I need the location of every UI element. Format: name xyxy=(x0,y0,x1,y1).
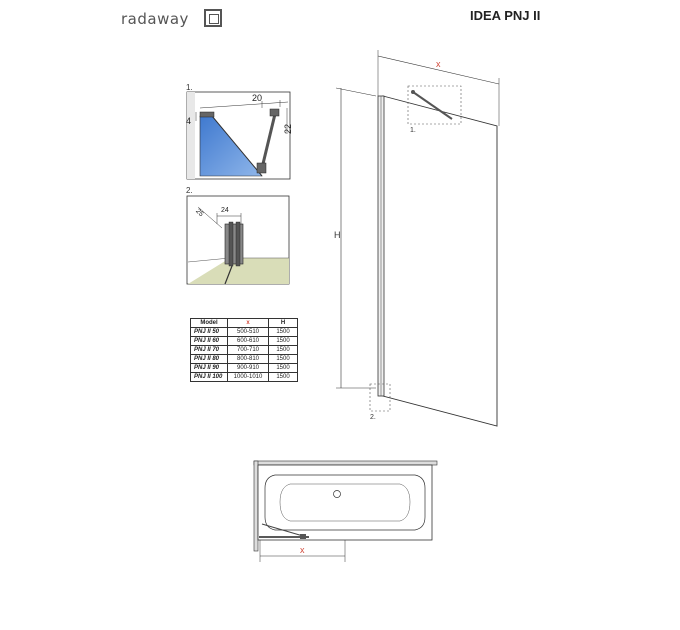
table-cell-model: PNJ II 70 xyxy=(190,345,228,355)
brand-name: radaway xyxy=(121,10,189,28)
table-row: PNJ II 100 1000-1010 1500 xyxy=(190,372,298,382)
callout-box-2 xyxy=(369,383,391,412)
brand-logo-icon xyxy=(204,9,222,27)
table-cell-h: 1500 xyxy=(268,327,298,337)
table-cell-x: 700-710 xyxy=(227,345,269,355)
table-cell-h: 1500 xyxy=(268,336,298,346)
spec-table: Model x H PNJ II 50 500-510 1500 PNJ II … xyxy=(190,318,298,382)
stabilizer-bar xyxy=(412,91,453,120)
callout-1-label: 1. xyxy=(410,127,416,134)
table-header-x: x xyxy=(227,318,269,328)
detail-2-dim-b: 24 xyxy=(221,207,229,214)
table-cell-x: 500-510 xyxy=(227,327,269,337)
table-cell-x: 900-910 xyxy=(227,363,269,373)
drain-icon xyxy=(333,490,341,498)
detail-1-dim-left: 4 xyxy=(186,116,191,126)
product-title: IDEA PNJ II xyxy=(470,8,541,23)
table-cell-model: PNJ II 100 xyxy=(190,372,228,382)
detail-2: 2. 24 25 xyxy=(186,186,290,285)
table-cell-x: 800-810 xyxy=(227,354,269,364)
detail-2-glass-edge xyxy=(224,265,233,285)
table-row: PNJ II 50 500-510 1500 xyxy=(190,327,298,337)
width-dim-line xyxy=(377,55,500,85)
detail-1-label: 1. xyxy=(186,83,193,92)
detail-1-stabilizer-bar xyxy=(260,113,277,169)
table-cell-model: PNJ II 80 xyxy=(190,354,228,364)
plan-view: x xyxy=(253,460,438,562)
callout-2-label: 2. xyxy=(370,414,376,421)
detail-1-wall xyxy=(187,92,195,179)
glass-panel xyxy=(382,95,498,427)
table-cell-x: 600-610 xyxy=(227,336,269,346)
table-cell-x: 1000-1010 xyxy=(227,372,269,382)
table-cell-model: PNJ II 60 xyxy=(190,336,228,346)
table-header-row: Model x H xyxy=(190,318,298,328)
detail-1-clamp xyxy=(256,162,267,174)
table-header-model: Model xyxy=(190,318,228,328)
detail-1-top-profile xyxy=(199,111,215,118)
detail-2-floor xyxy=(188,258,289,284)
detail-2-label: 2. xyxy=(186,186,193,195)
detail-2-wall-profile xyxy=(224,223,244,265)
detail-1-dim-top: 20 xyxy=(252,93,262,103)
plan-width-label: x xyxy=(300,545,305,555)
detail-1-dim-right: 22 xyxy=(283,124,293,134)
callout-box-1 xyxy=(407,85,462,125)
table-row: PNJ II 80 800-810 1500 xyxy=(190,354,298,364)
table-cell-h: 1500 xyxy=(268,354,298,364)
detail-1-dim-top-line xyxy=(199,101,289,109)
detail-1-wall-bracket xyxy=(269,108,280,117)
table-cell-model: PNJ II 90 xyxy=(190,363,228,373)
width-dim-label: x xyxy=(436,59,441,69)
table-cell-model: PNJ II 50 xyxy=(190,327,228,337)
detail-1-glass-edge xyxy=(211,115,263,177)
table-cell-h: 1500 xyxy=(268,372,298,382)
plan-side-wall xyxy=(253,460,259,552)
height-dim-label: H xyxy=(334,230,341,240)
table-row: PNJ II 70 700-710 1500 xyxy=(190,345,298,355)
table-cell-h: 1500 xyxy=(268,345,298,355)
main-elevation: x H 1. 2. xyxy=(334,50,500,427)
table-row: PNJ II 90 900-910 1500 xyxy=(190,363,298,373)
table-cell-h: 1500 xyxy=(268,363,298,373)
detail-1: 1. 20 4 22 xyxy=(186,83,293,180)
table-header-h: H xyxy=(268,318,298,328)
detail-2-dim-a: 25 xyxy=(194,208,205,219)
plan-stabilizer xyxy=(261,523,304,537)
table-row: PNJ II 60 600-610 1500 xyxy=(190,336,298,346)
plan-back-wall xyxy=(253,460,438,466)
